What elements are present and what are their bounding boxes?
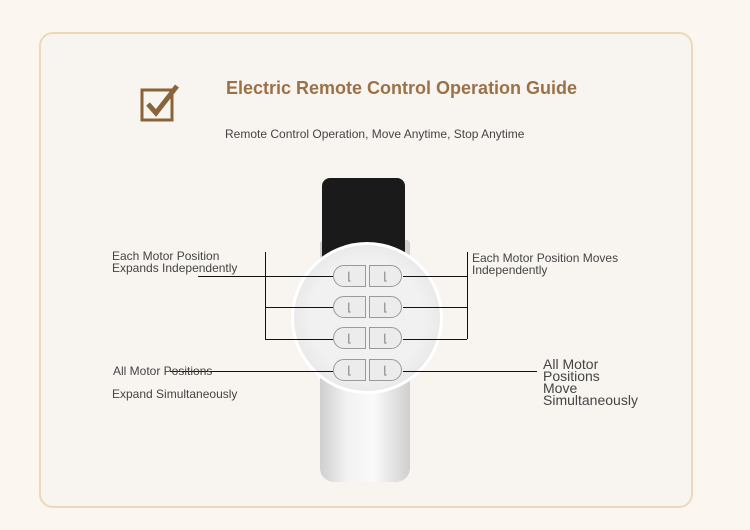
remote-button-seat[interactable]: ⌊ <box>369 265 402 287</box>
page-title: Electric Remote Control Operation Guide <box>226 78 578 98</box>
seat-icon: ⌊ <box>347 270 352 283</box>
label-line: All Motor <box>543 356 599 372</box>
label-line: Independently <box>472 263 548 277</box>
magnifier-circle <box>291 242 443 394</box>
seat-icon: ⌊ <box>347 332 352 345</box>
checkbox-checked-icon <box>140 84 179 122</box>
label-all-motor-expand: All Motor Positions <box>113 364 213 378</box>
label-line: Move <box>543 380 578 396</box>
remote-button-seat[interactable]: ⌊ <box>333 296 366 318</box>
remote-button-seat[interactable]: ⌊ <box>333 265 366 287</box>
remote-button-seat[interactable]: ⌊ <box>333 327 366 349</box>
remote-button-seat[interactable]: ⌊ <box>369 296 402 318</box>
seat-icon: ⌊ <box>383 364 388 377</box>
label-expand-simultaneously: Expand Simultaneously <box>112 387 238 401</box>
label-line: Positions <box>543 368 600 384</box>
label-line: Each Motor Position <box>112 249 220 263</box>
label-line: Expands Independently <box>112 261 238 275</box>
label-all-motor-move: All Motor Positions Move Simultaneously <box>543 356 638 408</box>
remote-button-seat[interactable]: ⌊ <box>333 359 366 381</box>
remote-button-seat[interactable]: ⌊ <box>369 359 402 381</box>
seat-icon: ⌊ <box>347 301 352 314</box>
page-subtitle: Remote Control Operation, Move Anytime, … <box>225 127 525 141</box>
label-each-motor-expands: Each Motor Position Expands Independentl… <box>112 250 237 274</box>
seat-icon: ⌊ <box>383 332 388 345</box>
remote-button-seat[interactable]: ⌊ <box>369 327 402 349</box>
label-line: Simultaneously <box>543 392 638 408</box>
label-each-motor-moves: Each Motor Position Moves Independently <box>472 252 618 276</box>
label-line: Each Motor Position Moves <box>472 251 619 265</box>
seat-icon: ⌊ <box>383 301 388 314</box>
seat-icon: ⌊ <box>347 364 352 377</box>
seat-icon: ⌊ <box>383 270 388 283</box>
